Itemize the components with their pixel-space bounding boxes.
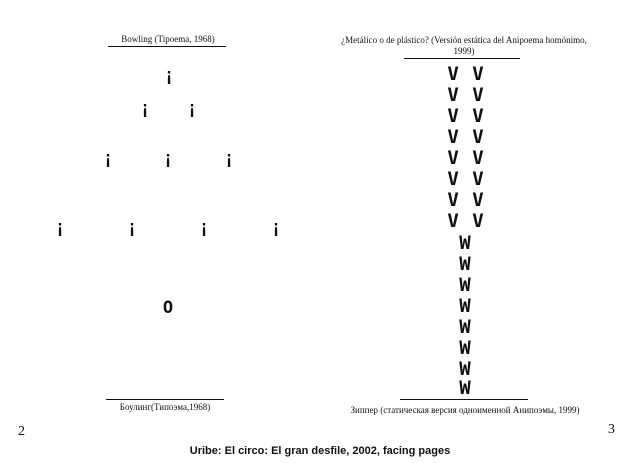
zipper-w-row: W [459, 316, 471, 338]
zipper-v-row: V V [447, 168, 485, 190]
right-page-number: 3 [608, 422, 615, 437]
zipper-v-row: V V [447, 210, 485, 232]
pin: ¡ [163, 65, 175, 86]
left-title-rule [108, 46, 226, 47]
right-title-line-1: ¿Metálico o de plástico? (Versión estáti… [341, 35, 587, 45]
pin: ¡ [139, 98, 151, 119]
pin: ¡ [126, 217, 138, 238]
zipper-w-row: W [459, 358, 471, 380]
left-page-subtitle: Боулинг(Типоэма,1968) [119, 402, 211, 412]
zipper-w-row: W [459, 274, 471, 296]
zipper-w-row: W [459, 253, 471, 275]
zipper-v-row: V V [447, 189, 485, 211]
left-page-title: Bowling (Tipoema, 1968) [121, 34, 215, 44]
zipper-v-row: V V [447, 63, 485, 85]
zipper-w-row: W [459, 232, 471, 254]
pin: ¡ [54, 217, 66, 238]
pin: ¡ [198, 217, 210, 238]
zipper-w-row: W [459, 295, 471, 317]
zipper-w-row: W [459, 377, 471, 399]
right-title-rule [404, 58, 520, 59]
source-caption: Uribe: El circo: El gran desfile, 2002, … [189, 445, 451, 457]
bowling-ball: O [162, 298, 174, 318]
zipper-v-row: V V [447, 126, 485, 148]
pin: ¡ [186, 98, 198, 119]
zipper-v-row: V V [447, 84, 485, 106]
zipper-v-row: V V [447, 147, 485, 169]
right-page-subtitle: Зиппер (статическая версия одноименной А… [350, 405, 580, 415]
pin: ¡ [270, 217, 282, 238]
left-subtitle-rule [106, 399, 224, 400]
pin: ¡ [102, 148, 114, 169]
pin: ¡ [162, 148, 174, 169]
pin: ¡ [223, 148, 235, 169]
right-subtitle-rule [400, 399, 528, 400]
left-page-number: 2 [18, 424, 25, 439]
right-page-title: ¿Metálico o de plástico? (Versión estáti… [330, 35, 598, 57]
zipper-v-row: V V [447, 105, 485, 127]
right-title-line-2: 1999) [453, 46, 475, 56]
zipper-w-row: W [459, 337, 471, 359]
